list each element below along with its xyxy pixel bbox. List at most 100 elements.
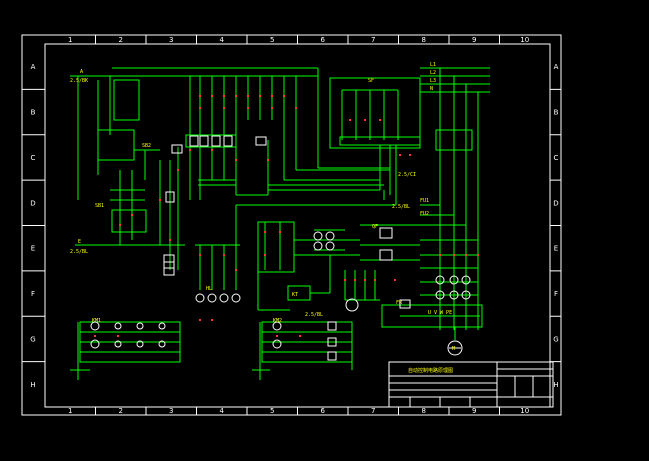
row-letter-left: G: [30, 335, 35, 343]
components: [163, 135, 463, 356]
terminal-marker: [271, 107, 273, 109]
column-number-bottom: 7: [371, 407, 375, 415]
terminal-marker: [223, 254, 225, 256]
column-number-top: 4: [220, 36, 225, 44]
label-km2: KM2: [273, 318, 282, 324]
terminal-marker: [235, 95, 237, 97]
label-fu1: FU1: [420, 198, 429, 204]
column-number-top: 2: [119, 36, 123, 44]
terminal-marker: [189, 149, 191, 151]
terminal-marker: [394, 279, 396, 281]
terminal-marker: [465, 254, 467, 256]
terminal-marker: [177, 169, 179, 171]
terminal-marker: [264, 254, 266, 256]
label-phase-n: N: [430, 86, 433, 92]
column-number-top: 9: [472, 36, 476, 44]
column-number-bottom: 10: [520, 407, 529, 415]
terminal-marker: [364, 279, 366, 281]
label-m: M: [452, 346, 455, 352]
row-letter-left: A: [31, 63, 36, 71]
terminal-marker: [453, 254, 455, 256]
terminal-marker: [223, 107, 225, 109]
terminal-marker: [159, 199, 161, 201]
terminal-marker: [247, 95, 249, 97]
label-fu2: FU2: [420, 211, 429, 217]
terminal-marker: [279, 231, 281, 233]
row-letter-left: C: [31, 154, 36, 162]
title-block-caption: 自动控制电路原理图: [408, 367, 453, 374]
column-number-bottom: 2: [119, 407, 123, 415]
label-bus-e: E: [78, 239, 81, 245]
row-ticks: [22, 88, 561, 363]
column-number-top: 8: [422, 36, 426, 44]
column-number-bottom: 8: [422, 407, 426, 415]
column-number-top: 1: [68, 36, 72, 44]
terminal-marker: [211, 319, 213, 321]
terminal-marker: [94, 335, 96, 337]
row-letter-left: D: [30, 199, 35, 207]
label-sb1: SB1: [95, 203, 104, 209]
label-terminal-row: U V W PE: [428, 310, 452, 316]
terminal-marker: [264, 231, 266, 233]
column-number-top: 7: [371, 36, 375, 44]
terminal-marker: [276, 335, 278, 337]
wiring: [70, 67, 490, 380]
terminal-marker: [247, 107, 249, 109]
terminal-marker: [235, 159, 237, 161]
column-ticks: [95, 35, 500, 415]
terminal-marker: [211, 95, 213, 97]
terminal-marker: [295, 107, 297, 109]
label-phase-l1: L1: [430, 62, 436, 68]
column-number-top: 3: [169, 36, 173, 44]
row-letter-right: C: [554, 154, 559, 162]
row-letter-right: D: [553, 199, 558, 207]
row-letter-left: H: [30, 381, 35, 389]
label-hl: HL: [206, 286, 212, 292]
column-number-bottom: 5: [270, 407, 274, 415]
terminal-marker: [235, 269, 237, 271]
bottom-contacts: [90, 321, 337, 361]
terminal-markers: [94, 95, 479, 337]
terminal-marker: [409, 154, 411, 156]
terminal-marker: [374, 279, 376, 281]
label-kt: KT: [292, 292, 298, 298]
terminal-marker: [199, 254, 201, 256]
terminal-marker: [199, 107, 201, 109]
terminal-marker: [379, 119, 381, 121]
terminal-marker: [299, 335, 301, 337]
terminal-marker: [477, 254, 479, 256]
terminal-marker: [354, 279, 356, 281]
schematic-labels: A 2.5/BK E 2.5/BL SF 2.5/CI L1 L2 L3 N 2…: [70, 62, 455, 352]
label-m2-wire: 2.5/BL: [305, 312, 323, 318]
column-number-top: 10: [520, 36, 529, 44]
row-letter-right: E: [554, 245, 558, 253]
terminal-marker: [169, 239, 171, 241]
terminal-marker: [399, 154, 401, 156]
label-fr: FR: [396, 300, 403, 306]
column-number-top: 6: [321, 36, 326, 44]
row-letter-right: A: [554, 63, 559, 71]
label-m1-wire: 2.5/BL: [392, 204, 410, 210]
terminal-marker: [117, 335, 119, 337]
row-letter-right: H: [553, 381, 558, 389]
terminal-marker: [344, 279, 346, 281]
column-number-bottom: 1: [68, 407, 72, 415]
row-letter-left: E: [31, 245, 35, 253]
label-phase-l2: L2: [430, 70, 436, 76]
column-number-bottom: 9: [472, 407, 476, 415]
column-number-bottom: 6: [321, 407, 326, 415]
label-sf: SF: [368, 78, 374, 84]
terminal-marker: [119, 224, 121, 226]
terminal-marker: [439, 254, 441, 256]
label-km1: KM1: [92, 318, 101, 324]
terminal-marker: [199, 95, 201, 97]
terminal-marker: [349, 119, 351, 121]
label-qf: QF: [372, 224, 378, 230]
label-sb2: SB2: [142, 143, 151, 149]
label-bus-a-wire: 2.5/BK: [70, 78, 88, 84]
label-bus-e-wire: 2.5/BL: [70, 249, 88, 255]
column-number-bottom: 3: [169, 407, 173, 415]
terminal-marker: [223, 95, 225, 97]
row-letter-left: B: [31, 109, 36, 117]
